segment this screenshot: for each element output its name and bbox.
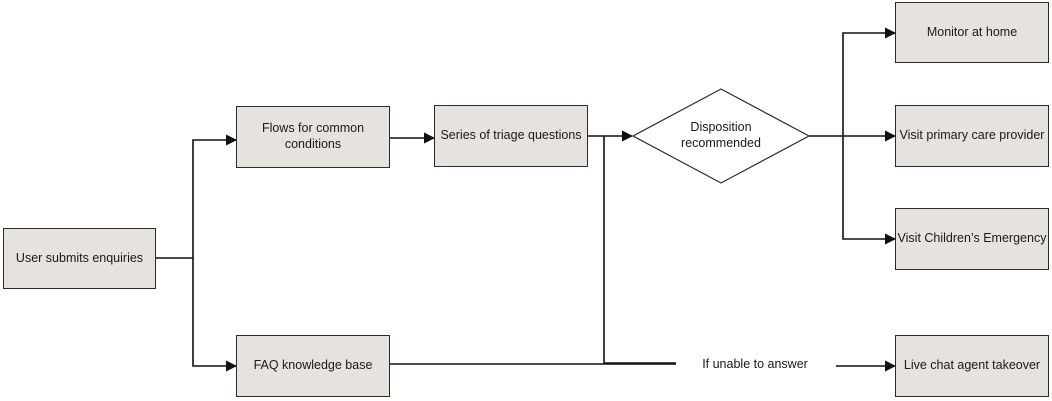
node-visit-primary: Visit primary care provider — [895, 105, 1049, 167]
edge-split-to-faq — [192, 258, 238, 372]
node-faq-kb: FAQ knowledge base — [236, 335, 390, 397]
edge-label-unable-text: If unable to answer — [702, 357, 808, 372]
node-user-submits: User submits enquiries — [3, 228, 156, 289]
node-visit-emergency: Visit Children’s Emergency — [895, 208, 1049, 270]
node-disposition-label-wrap: Disposition recommended — [663, 116, 779, 156]
node-monitor-home: Monitor at home — [895, 2, 1049, 63]
node-visit-primary-label: Visit primary care provider — [899, 128, 1045, 143]
node-live-chat-label: Live chat agent takeover — [903, 358, 1041, 373]
node-faq-kb-label: FAQ knowledge base — [253, 358, 373, 373]
edge-to-emergency — [842, 136, 897, 245]
edge-label-unable: If unable to answer — [680, 355, 830, 375]
edge-triage-down — [603, 136, 676, 364]
node-monitor-home-label: Monitor at home — [926, 24, 1018, 39]
edge-split-to-flows — [192, 134, 238, 258]
edge-to-monitor — [842, 27, 897, 136]
node-flows-common-label: Flows for common conditions — [261, 121, 365, 151]
node-visit-emergency-label: Visit Children’s Emergency — [897, 231, 1047, 246]
node-live-chat: Live chat agent takeover — [895, 335, 1049, 397]
node-triage-questions-label: Series of triage questions — [440, 128, 582, 143]
node-triage-questions: Series of triage questions — [434, 105, 588, 167]
node-flows-common: Flows for common conditions — [236, 106, 390, 168]
node-user-submits-label: User submits enquiries — [15, 250, 144, 265]
disposition-diamond — [631, 88, 811, 184]
node-disposition-label: Disposition recommended — [681, 120, 761, 150]
